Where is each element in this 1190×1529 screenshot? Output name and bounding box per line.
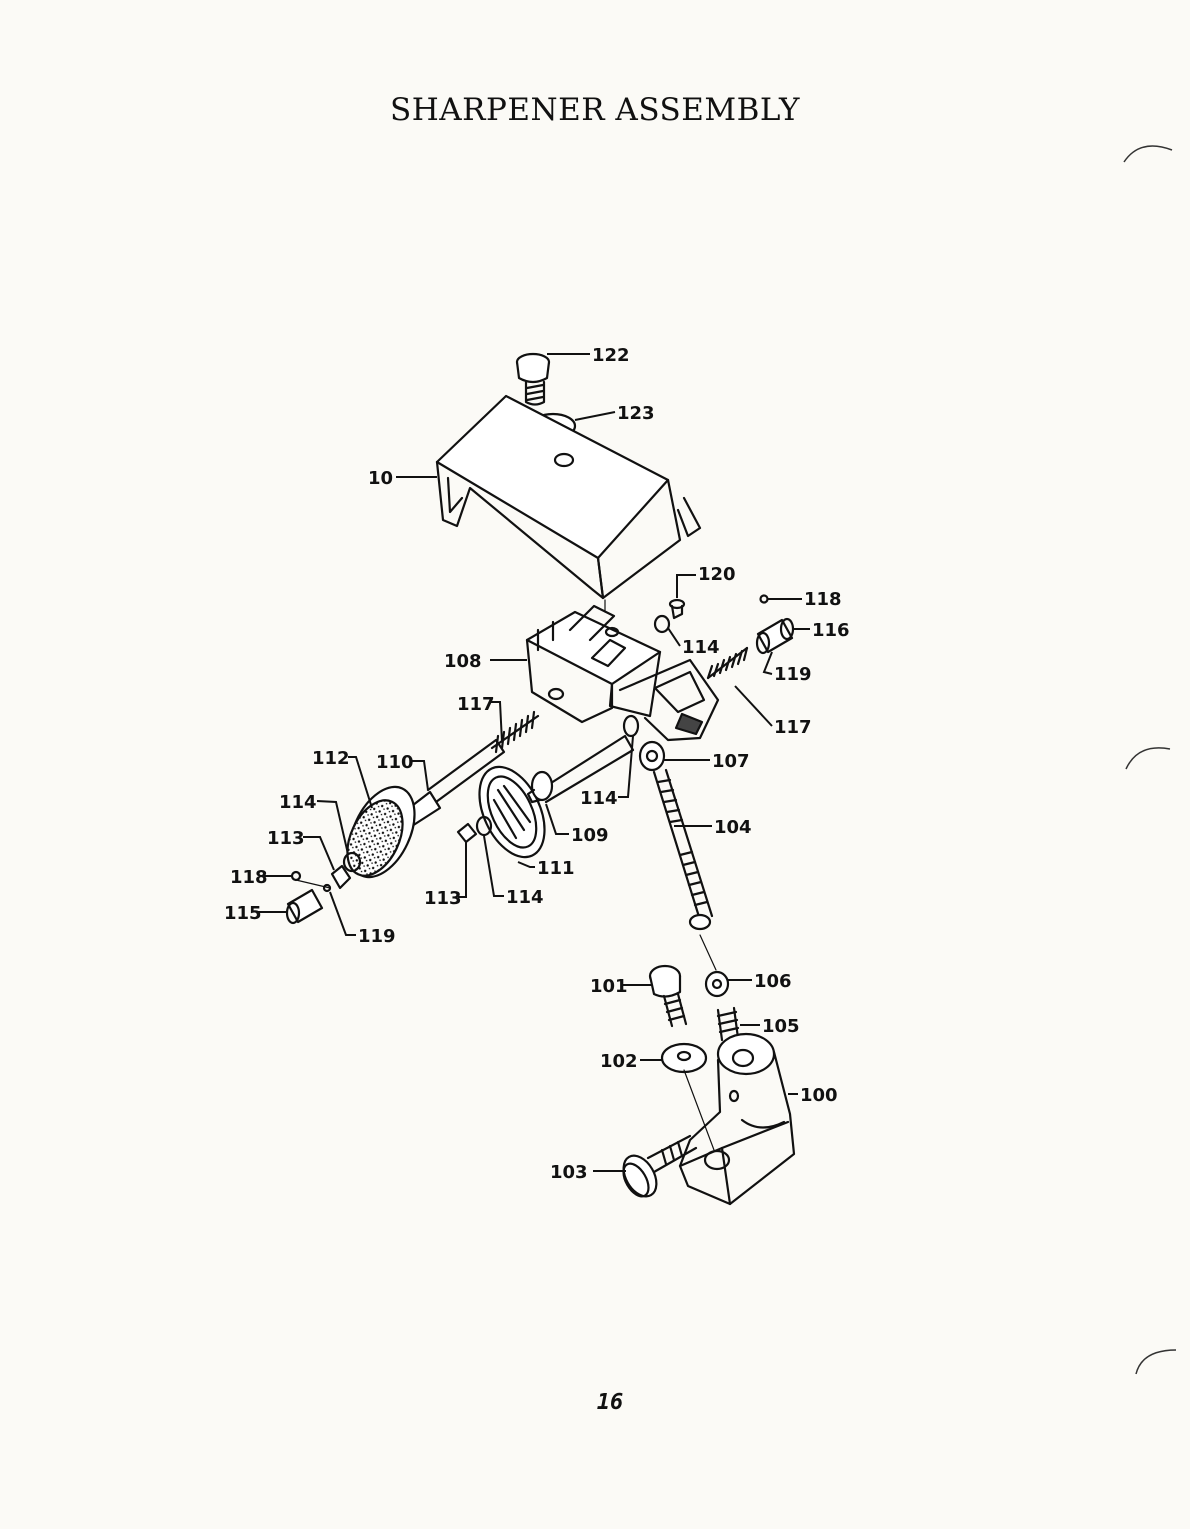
callout-110: 110 [376,752,414,773]
nut-113-mid [458,824,476,842]
callout-104: 104 [714,817,752,838]
callout-118-left: 118 [230,867,268,888]
callout-113-left: 113 [267,828,305,849]
edge-mark-top [1120,130,1180,170]
pin-118-left [292,872,300,880]
callout-105: 105 [762,1016,800,1037]
washer-102 [662,1044,706,1072]
pin-118-right [761,596,768,603]
callout-112: 112 [312,748,350,769]
bolt-122 [517,354,549,405]
rod-104 [654,770,712,929]
callout-111: 111 [537,858,575,879]
callout-108: 108 [444,651,482,672]
callout-109: 109 [571,825,609,846]
washer-114-top [655,616,669,632]
callout-101: 101 [590,976,628,997]
callout-103: 103 [550,1162,588,1183]
nut-107 [640,742,664,770]
edge-mark-middle [1120,735,1180,775]
callout-117-right: 117 [774,717,812,738]
bolt-101 [650,966,686,1026]
callout-117-left: 117 [457,694,495,715]
cap-116 [757,619,793,653]
block-108 [527,606,718,740]
callout-113-mid: 113 [424,888,462,909]
callout-123: 123 [617,403,655,424]
edge-mark-bottom [1128,1338,1188,1378]
callout-114-top: 114 [682,637,720,658]
callout-102: 102 [600,1051,638,1072]
nut-106 [706,972,728,996]
callout-122: 122 [592,345,630,366]
callout-114-left: 114 [279,792,317,813]
callout-119-left: 119 [358,926,396,947]
knob-103 [617,1136,696,1202]
washer-114-rod [624,716,638,736]
callout-118-right: 118 [804,589,842,610]
callout-107: 107 [712,751,750,772]
callout-115: 115 [224,903,262,924]
cap-115 [287,890,322,923]
page-number: 16 [575,1390,645,1415]
callout-114-mid: 114 [506,887,544,908]
screw-120 [670,600,684,618]
callout-100: 100 [800,1085,838,1106]
callout-10: 10 [368,468,393,489]
callout-116: 116 [812,620,850,641]
callout-106: 106 [754,971,792,992]
callout-120: 120 [698,564,736,585]
callout-119-right: 119 [774,664,812,685]
callout-114-rod: 114 [580,788,618,809]
